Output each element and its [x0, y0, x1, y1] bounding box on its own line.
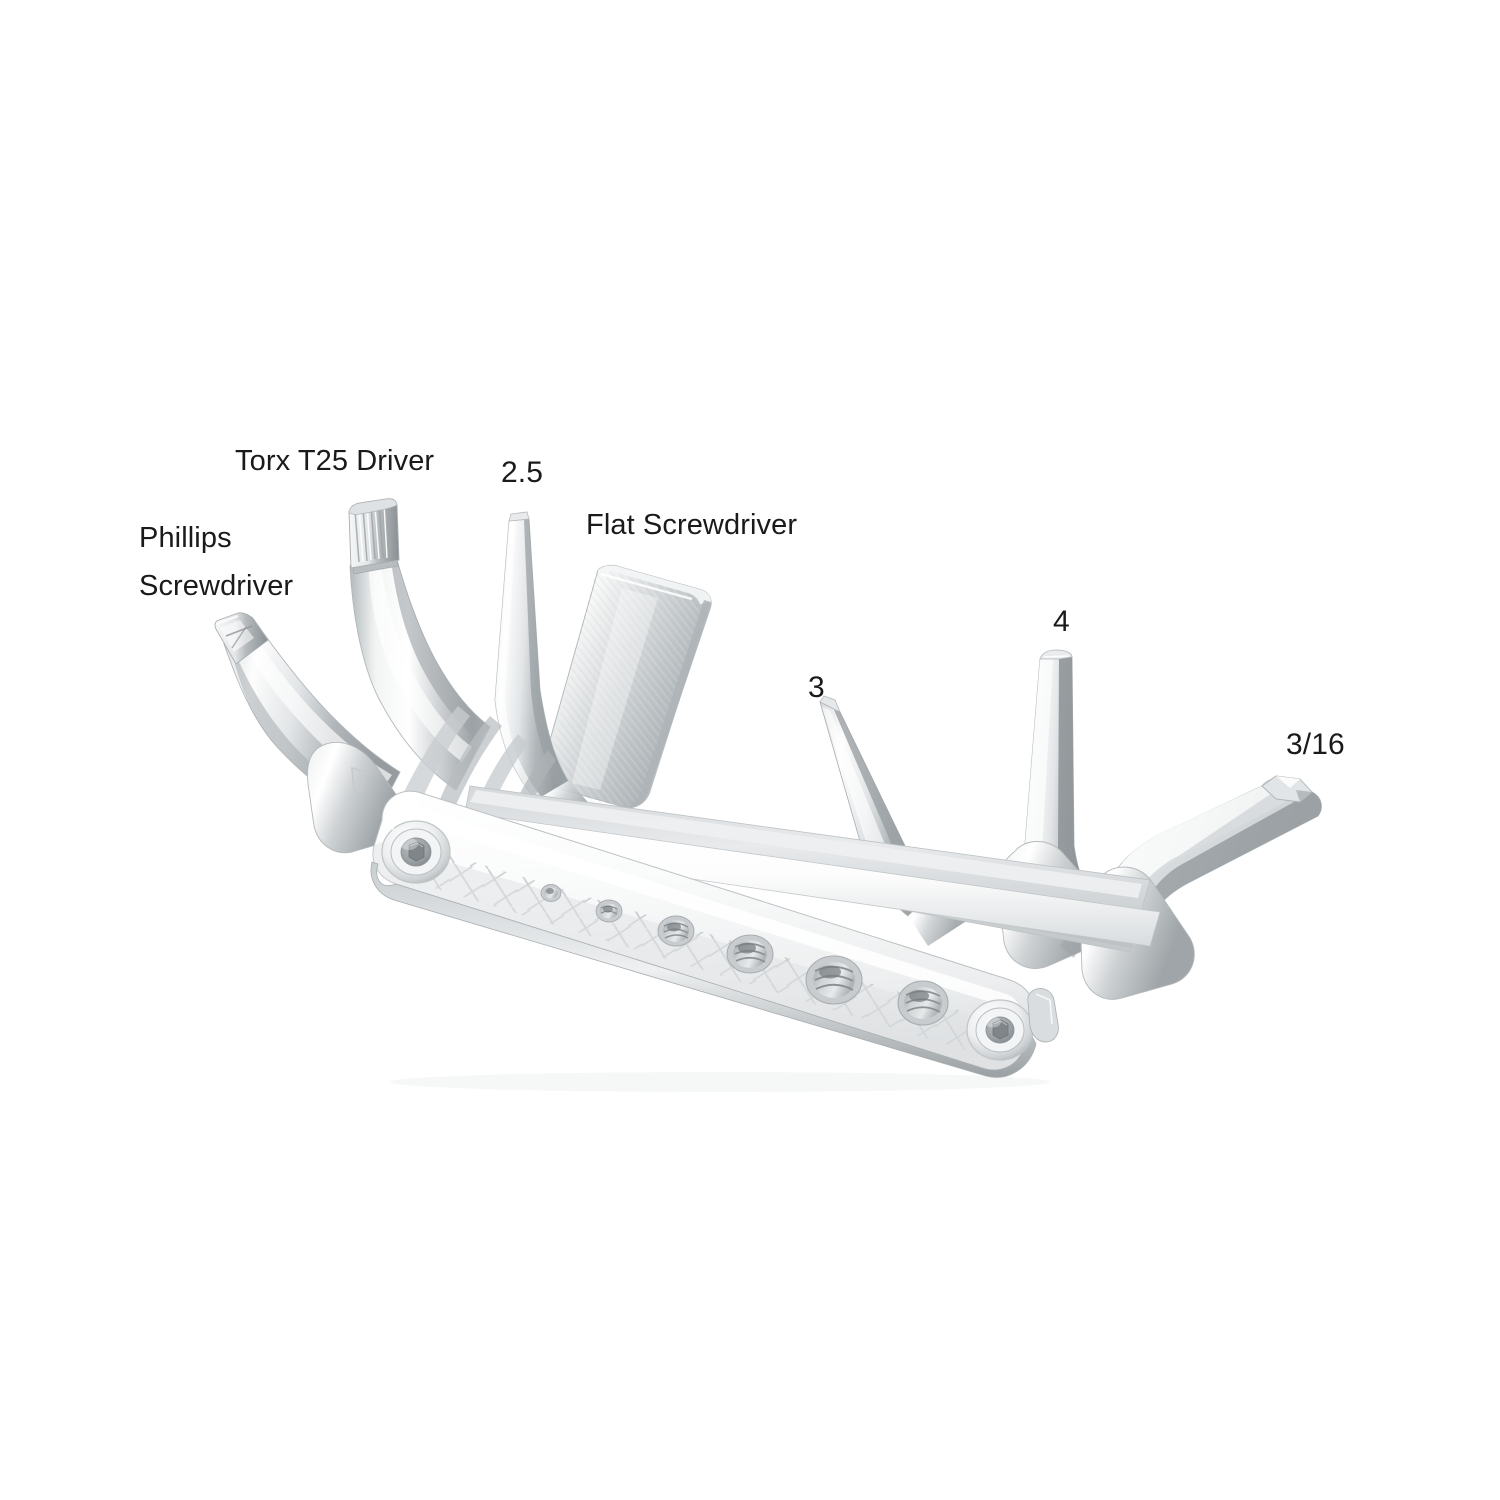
- handle-bottom-edge: [370, 861, 1037, 1078]
- label-hex-2-5: 2.5: [501, 456, 544, 489]
- hex-socket-left: [408, 841, 425, 862]
- threaded-hole-3: [657, 915, 695, 947]
- torx-star-tip: [348, 498, 400, 569]
- threaded-hole-1: [540, 884, 562, 902]
- contact-shadow: [390, 1072, 1050, 1092]
- pivot-screw-left: [381, 820, 451, 884]
- label-torx-t25-driver: Torx T25 Driver: [235, 445, 435, 477]
- threaded-hole-row: [540, 884, 949, 1026]
- hex-socket-right: [992, 1019, 1009, 1040]
- handle-left-endcap: [384, 799, 420, 830]
- label-hex-3: 3: [808, 671, 825, 704]
- threaded-hole-5: [805, 955, 863, 1005]
- label-flat-screwdriver: Flat Screwdriver: [586, 509, 798, 541]
- pivot-screw-right: [966, 999, 1034, 1061]
- label-phillips-line2: Screwdriver: [139, 570, 294, 602]
- label-hex-4: 4: [1053, 605, 1070, 638]
- threaded-hole-4: [726, 934, 774, 974]
- label-hex-3-16: 3/16: [1286, 728, 1345, 761]
- hex-key-2-5: [494, 511, 596, 826]
- phillips-cross-tip: [214, 612, 269, 665]
- threaded-hole-2: [595, 899, 623, 923]
- label-phillips-line1: Phillips: [139, 522, 232, 554]
- threaded-hole-6: [897, 980, 949, 1026]
